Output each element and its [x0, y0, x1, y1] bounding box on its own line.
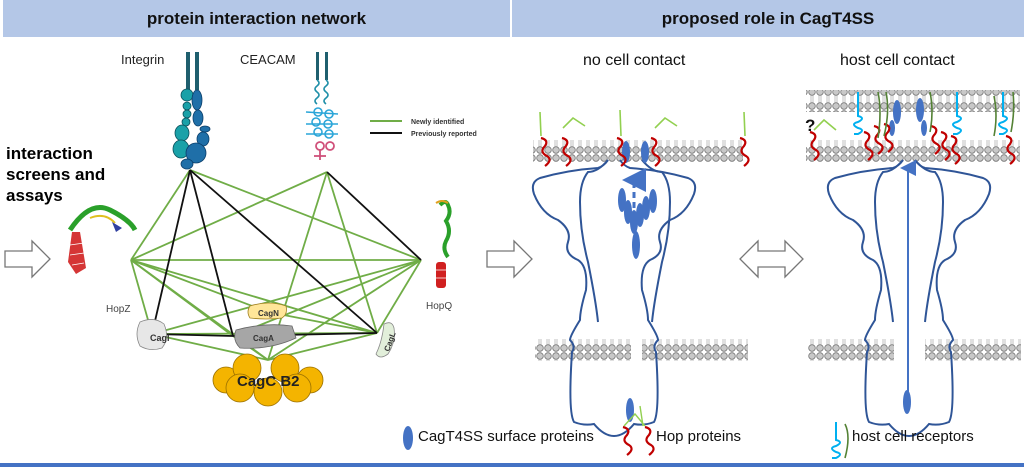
hop-protein-icon — [622, 405, 655, 456]
legend-new-label: Newly identified — [411, 119, 464, 126]
panel-title-host-cell-contact: host cell contact — [840, 52, 955, 69]
label-hopz: HopZ — [106, 304, 130, 315]
surface-protein-icon — [403, 426, 413, 450]
t4ss-inner-channel — [578, 159, 672, 323]
node-caga — [234, 324, 297, 349]
double-arrow-icon — [739, 239, 804, 279]
edge-hopq-caga — [232, 259, 422, 337]
host-receptor-green-chains — [877, 91, 1015, 139]
unknown-receptor-question-mark: ? — [805, 116, 815, 135]
label-cagn: CagN — [258, 309, 279, 318]
edge-ceacam-hopz — [130, 171, 328, 261]
hop-proteins-contact — [809, 122, 1016, 165]
bacterial-membrane-left-2 — [808, 339, 894, 361]
node-cagi — [136, 319, 167, 350]
legend-host-receptors-label: host cell receptors — [852, 428, 974, 445]
hopz-structure-icon — [67, 205, 138, 274]
edge-legend: Newly identified Previously reported — [370, 119, 477, 138]
edge-hopz-cagn — [130, 259, 269, 313]
legend-previous-label: Previously reported — [411, 131, 477, 138]
edge-integrin-hopq — [189, 169, 422, 261]
hopq-structure-icon — [435, 200, 452, 288]
panel-title-no-cell-contact: no cell contact — [583, 52, 686, 69]
hop-green-stems — [539, 109, 746, 137]
legend-surface-proteins-label: CagT4SS surface proteins — [418, 428, 594, 445]
label-cagi: CagI — [150, 333, 170, 343]
label-ceacam: CEACAM — [240, 52, 296, 67]
node-cagl — [375, 322, 395, 358]
edge-hopq-cagl — [376, 259, 422, 334]
edge-integrin-cagi — [151, 169, 191, 335]
host-membrane-outer — [806, 90, 1020, 112]
legend-hop-proteins-label: Hop proteins — [656, 428, 742, 445]
t4ss-outline — [531, 159, 697, 438]
t4ss-inner-channel-2 — [873, 159, 945, 323]
edge-integrin-caga — [189, 169, 234, 337]
panel-no-cell-contact — [531, 109, 750, 438]
label-caga: CagA — [253, 334, 274, 343]
side-label-interaction-screens: interaction screens and assays — [6, 144, 106, 205]
panel-host-cell-contact: ? — [805, 90, 1021, 438]
surface-proteins-cluster — [618, 141, 657, 422]
host-receptors-group — [853, 92, 1008, 135]
bottom-divider — [0, 463, 1024, 467]
bacterial-membrane-right — [642, 339, 748, 361]
edge-ceacam-hopq — [326, 171, 422, 261]
edge-cagn-cagl — [267, 311, 378, 334]
hop-proteins-group — [540, 136, 750, 167]
host-receptor-icon — [831, 422, 849, 459]
header-proposed-role: proposed role in CagT4SS — [512, 0, 1024, 37]
ceacam-receptor-icon — [305, 52, 339, 160]
node-cagcb2 — [212, 353, 324, 407]
label-hopq: HopQ — [426, 301, 452, 312]
edge-hopq-cagi — [151, 259, 422, 335]
edge-hopq-cagcb2 — [267, 259, 422, 361]
bacterial-membrane-left — [535, 339, 631, 361]
host-membrane — [533, 140, 743, 162]
edge-hopz-cagl — [130, 259, 378, 334]
arrow-into-network-icon — [4, 239, 51, 279]
bacterial-membrane-right-2 — [925, 339, 1021, 361]
label-cagcb2: CagC B2 — [237, 373, 300, 390]
header-protein-interaction-network: protein interaction network — [3, 0, 510, 37]
integrin-receptor-icon — [172, 52, 211, 170]
t4ss-outline-2 — [826, 159, 992, 438]
label-integrin: Integrin — [121, 52, 164, 67]
edge-integrin-hopz — [130, 169, 191, 261]
edge-integrin-cagl — [189, 169, 378, 334]
host-membrane-inner — [806, 140, 1020, 162]
edge-ceacam-cagl — [326, 171, 378, 334]
node-cagn — [247, 302, 287, 320]
hop-green-stem-contact — [813, 118, 837, 131]
surface-proteins-contact — [889, 98, 927, 414]
arrow-to-role-icon — [486, 239, 533, 279]
